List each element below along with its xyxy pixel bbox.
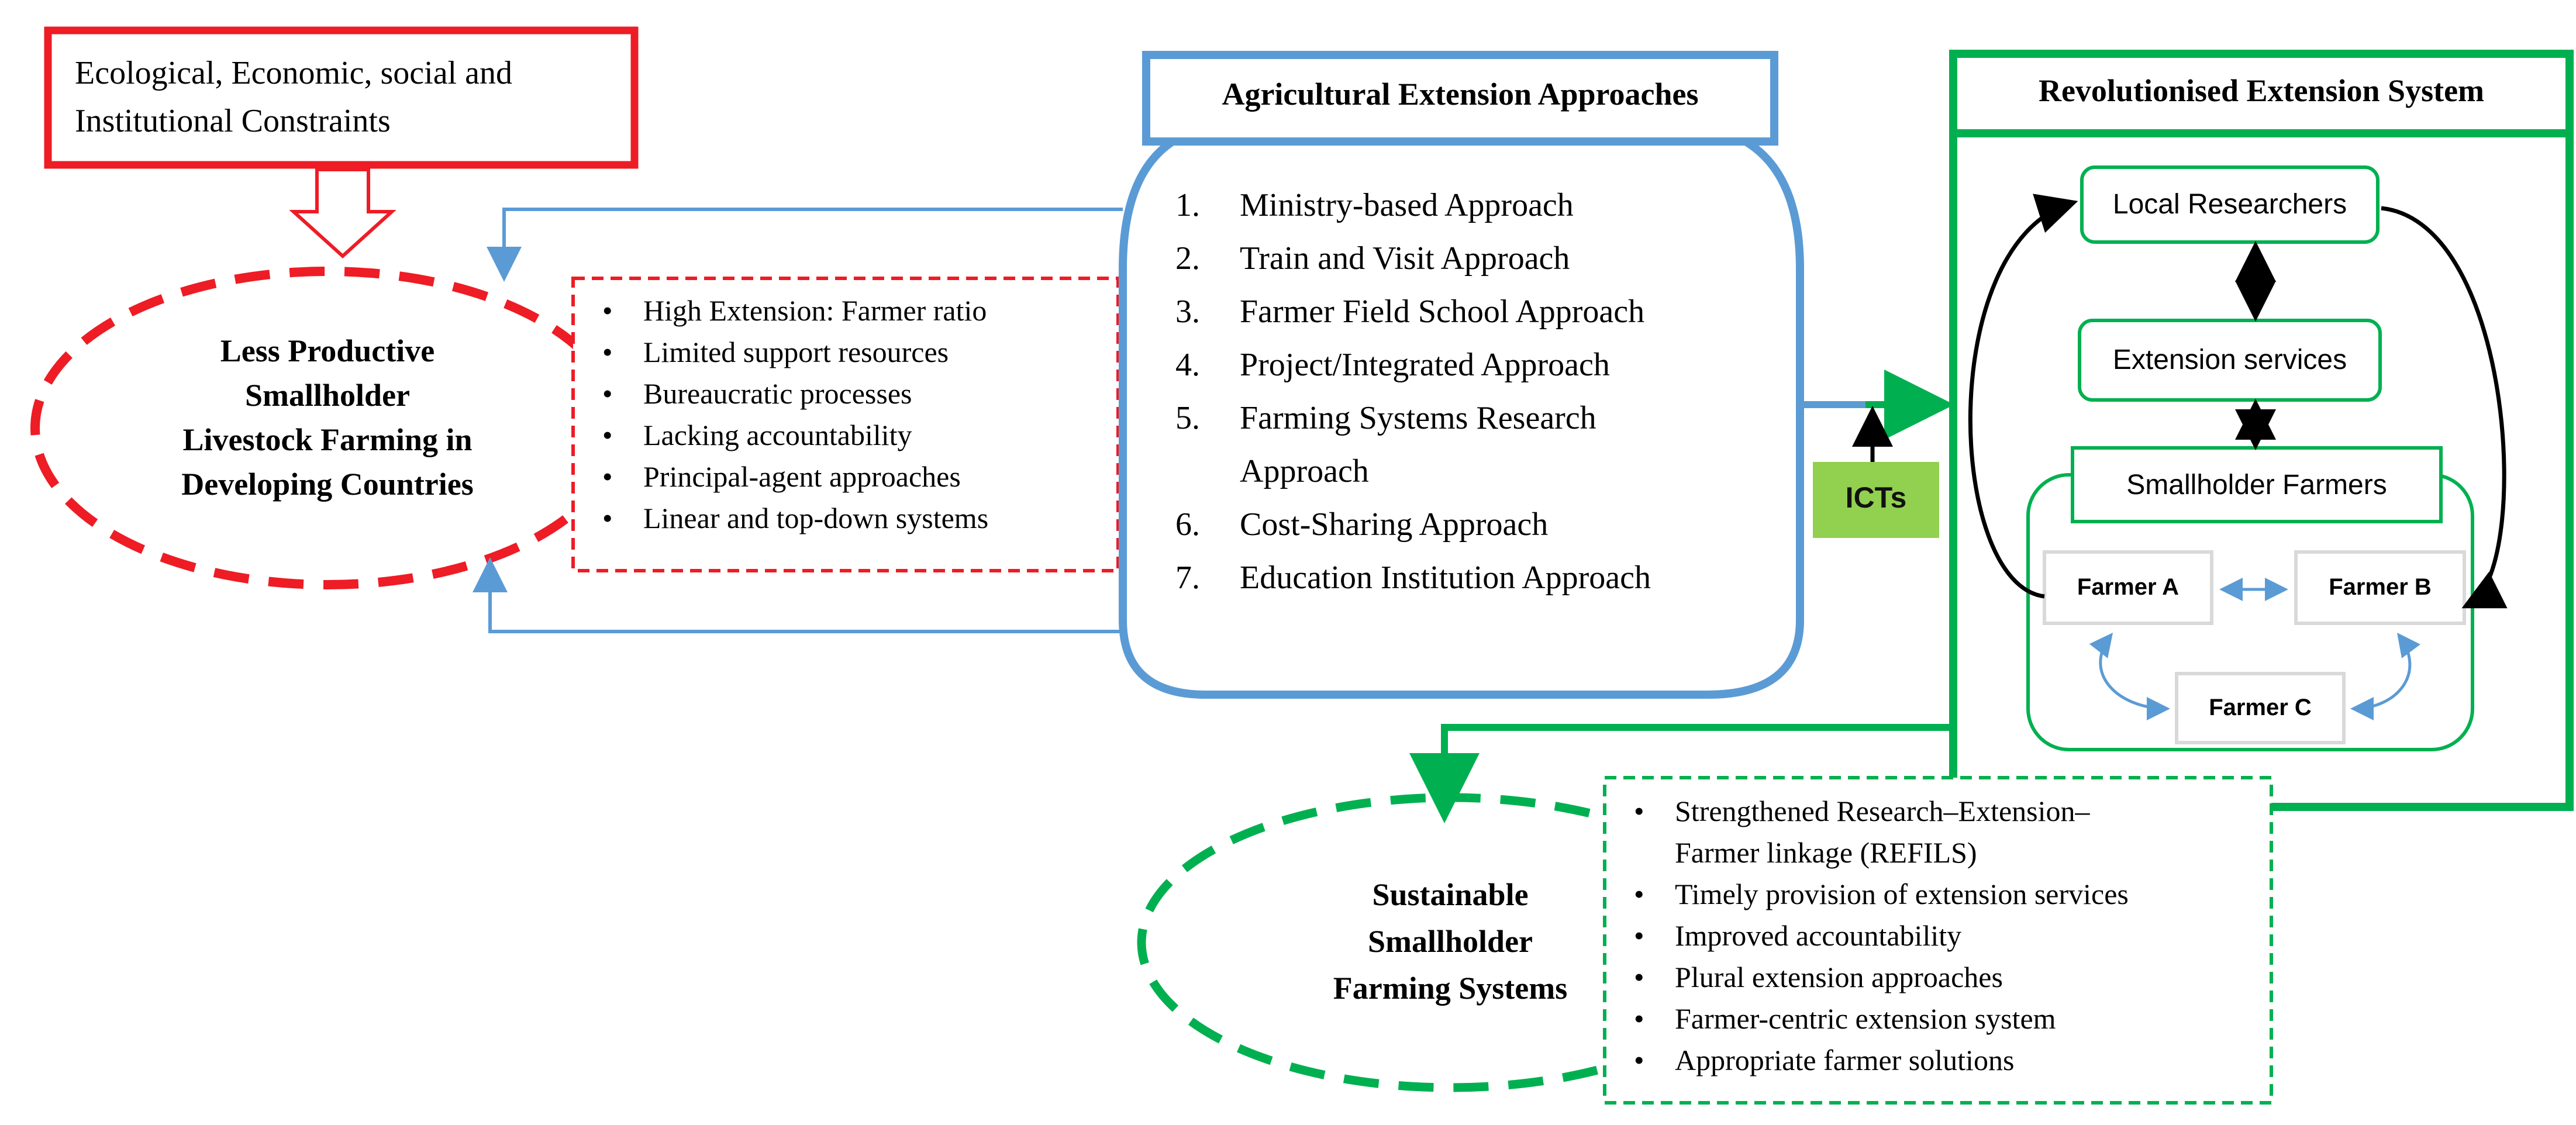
ict-label: ICTs [1845, 481, 1907, 514]
smallholder-title-box [2071, 446, 2443, 523]
benefit-item: Plural extension approaches [1616, 957, 2260, 998]
issue-item: Principal-agent approaches [585, 456, 1111, 498]
benefit-item-continued: Farmer linkage (REFILS) [1675, 836, 1977, 869]
issue-item: Limited support resources [585, 332, 1111, 373]
extension-services-label: Extension services [2112, 344, 2347, 375]
curve-right [2381, 206, 2508, 609]
problem-line-2: Smallholder [244, 378, 411, 413]
local-researchers-label: Local Researchers [2112, 189, 2347, 220]
benefit-item: Improved accountability [1616, 915, 2260, 957]
farmer-a-label: Farmer A [2077, 574, 2180, 600]
issue-item: Bureaucratic processes [585, 373, 1111, 415]
problem-text: Less Productive Smallholder Livestock Fa… [82, 329, 573, 506]
constraints-box [44, 26, 639, 169]
green-outcome-connector [1409, 724, 1953, 823]
extension-services-node [2078, 319, 2382, 402]
problem-line-3: Livestock Farming in [182, 422, 473, 457]
problem-line-4: Developing Countries [181, 467, 474, 502]
approaches-container [1119, 120, 1804, 699]
smallholder-farmers-label: Smallholder Farmers [2126, 470, 2387, 501]
local-researchers-node [2080, 165, 2380, 244]
constraints-line-2: Institutional Constraints [75, 103, 391, 139]
problem-line-1: Less Productive [220, 333, 435, 368]
constraints-line-1: Ecological, Economic, social and [75, 55, 512, 91]
approaches-list: 1.Ministry-based Approach 2.Train and Vi… [1175, 179, 1766, 605]
benefit-item: Appropriate farmer solutions [1616, 1040, 2260, 1081]
approach-item: 6.Cost-Sharing Approach [1175, 506, 1549, 543]
benefits-list: Strengthened Research–Extension– Farmer … [1616, 791, 2260, 1081]
benefit-item: Strengthened Research–Extension– [1616, 791, 2260, 832]
benefit-item: Timely provision of extension services [1616, 874, 2260, 915]
approach-item: 1.Ministry-based Approach [1175, 187, 1574, 223]
outcome-line-3: Farming Systems [1333, 971, 1568, 1006]
issues-list: High Extension: Farmer ratio Limited sup… [585, 290, 1111, 539]
benefit-item: Farmer-centric extension system [1616, 998, 2260, 1040]
approach-item: 7.Education Institution Approach [1175, 560, 1651, 596]
approach-item: 4.Project/Integrated Approach [1175, 347, 1610, 383]
constraints-text: Ecological, Economic, social and Institu… [75, 49, 625, 145]
farmer-c-node [2175, 672, 2346, 744]
outcome-line-1: Sustainable [1372, 877, 1529, 912]
red-down-arrow [289, 168, 396, 259]
approach-item: 3.Farmer Field School Approach [1175, 294, 1645, 330]
blue-top-connector [487, 208, 1123, 282]
outcome-line-2: Smallholder [1367, 924, 1533, 959]
blue-bottom-connector [473, 557, 1123, 633]
issue-item: Lacking accountability [585, 415, 1111, 456]
approach-item: 2.Train and Visit Approach [1175, 240, 1570, 277]
farmer-a-node [2043, 550, 2213, 625]
issue-item: Linear and top-down systems [585, 498, 1111, 539]
farmer-c-label: Farmer C [2209, 695, 2312, 720]
issue-item: High Extension: Farmer ratio [585, 290, 1111, 332]
approach-item: 5.Farming Systems Research Approach [1175, 400, 1596, 489]
curve-left [1968, 194, 2078, 599]
farmer-b-label: Farmer B [2329, 574, 2432, 600]
approaches-title: Agricultural Extension Approaches [1222, 77, 1699, 112]
outcome-text: Sustainable Smallholder Farming Systems [1205, 871, 1696, 1012]
revolutionised-title: Revolutionised Extension System [2038, 73, 2485, 108]
ict-box [1813, 462, 1939, 538]
